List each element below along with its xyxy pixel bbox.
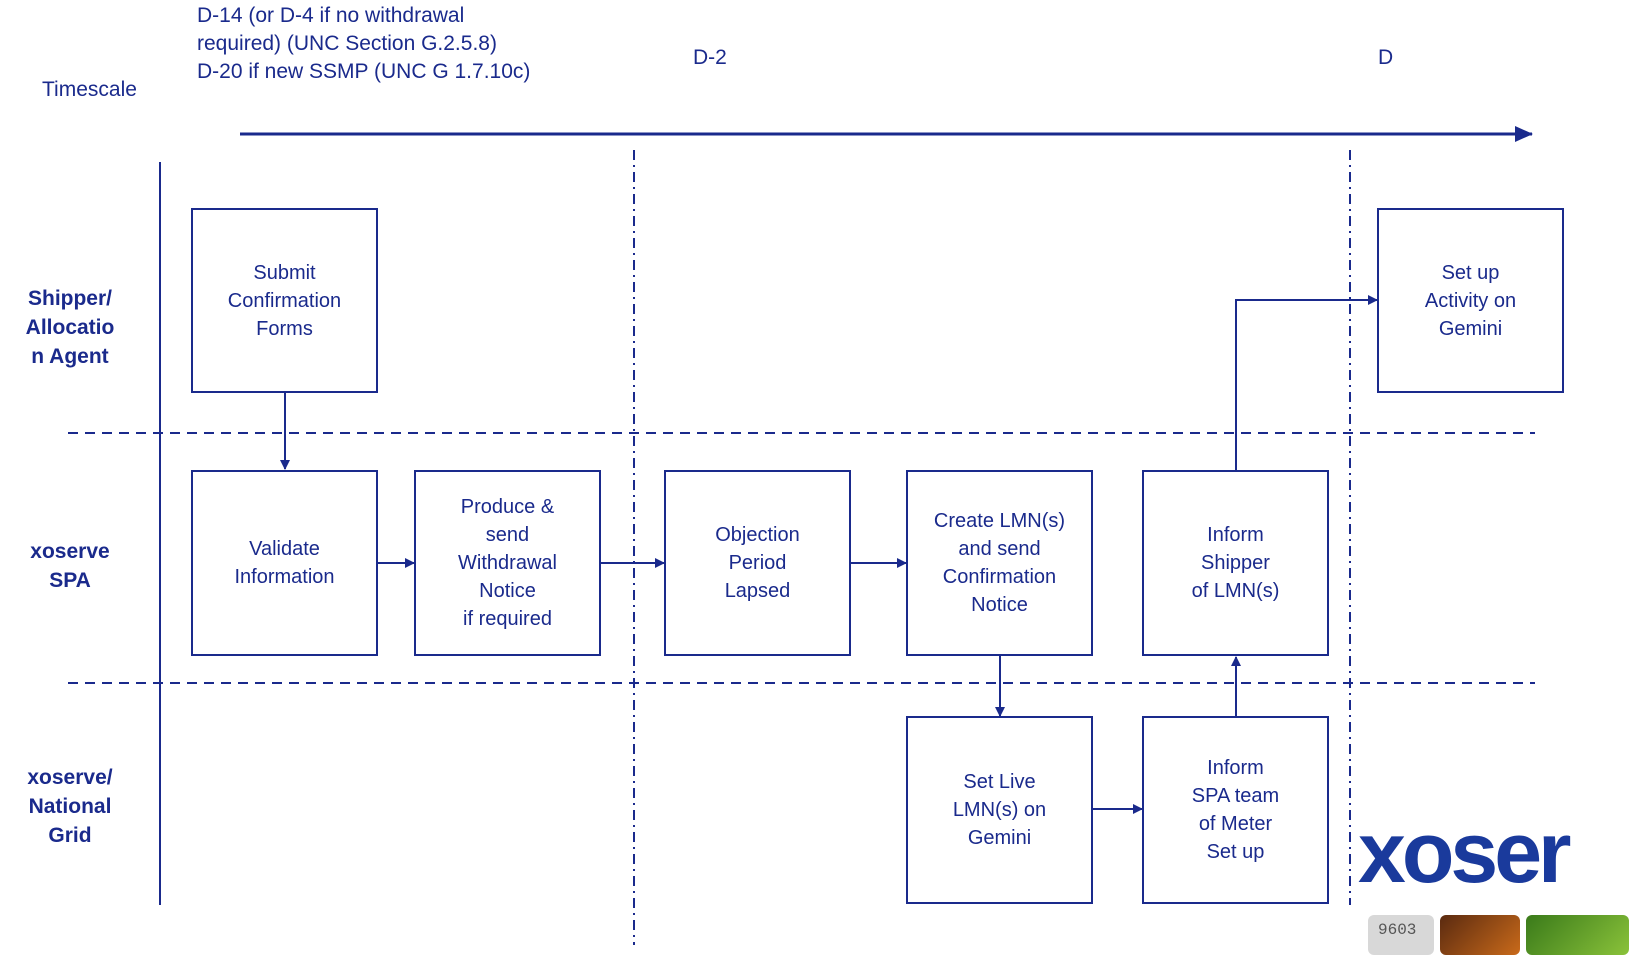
lane-label-national-grid: xoserve/ National Grid [27,766,113,847]
box-produce-withdrawal-notice: Produce & send Withdrawal Notice if requ… [414,470,601,656]
arrow-informshipper-to-setup [1235,295,1378,470]
box-validate-information: Validate Information [191,470,378,656]
box-inform-spa-team: Inform SPA team of Meter Set up [1142,716,1329,904]
box-inform-shipper: Inform Shipper of LMN(s) [1142,470,1329,656]
timescale-marker-d2: D-2 [693,46,727,69]
timescale-marker-d14: D-14 (or D-4 if no withdrawal required) … [197,4,531,83]
logo-tile-meter-text: 9603 [1378,921,1417,939]
timescale-label: Timescale [42,78,137,101]
box-set-live-lmn: Set Live LMN(s) on Gemini [906,716,1093,904]
logo-tile-green [1526,915,1629,955]
box-setup-activity-gemini: Set up Activity on Gemini [1377,208,1564,393]
logo-tile-meter: 9603 [1368,915,1434,955]
box-objection-period-lapsed: Objection Period Lapsed [664,470,851,656]
box-create-lmn: Create LMN(s) and send Confirmation Noti… [906,470,1093,656]
lane-label-spa: xoserve SPA [30,540,110,592]
timescale-marker-d: D [1378,46,1394,69]
xoserve-logo: xoser [1358,805,1571,901]
lane-label-shipper: Shipper/ Allocatio n Agent [25,287,115,368]
box-submit-confirmation-forms: Submit Confirmation Forms [191,208,378,393]
logo-tile-pipes [1440,915,1520,955]
